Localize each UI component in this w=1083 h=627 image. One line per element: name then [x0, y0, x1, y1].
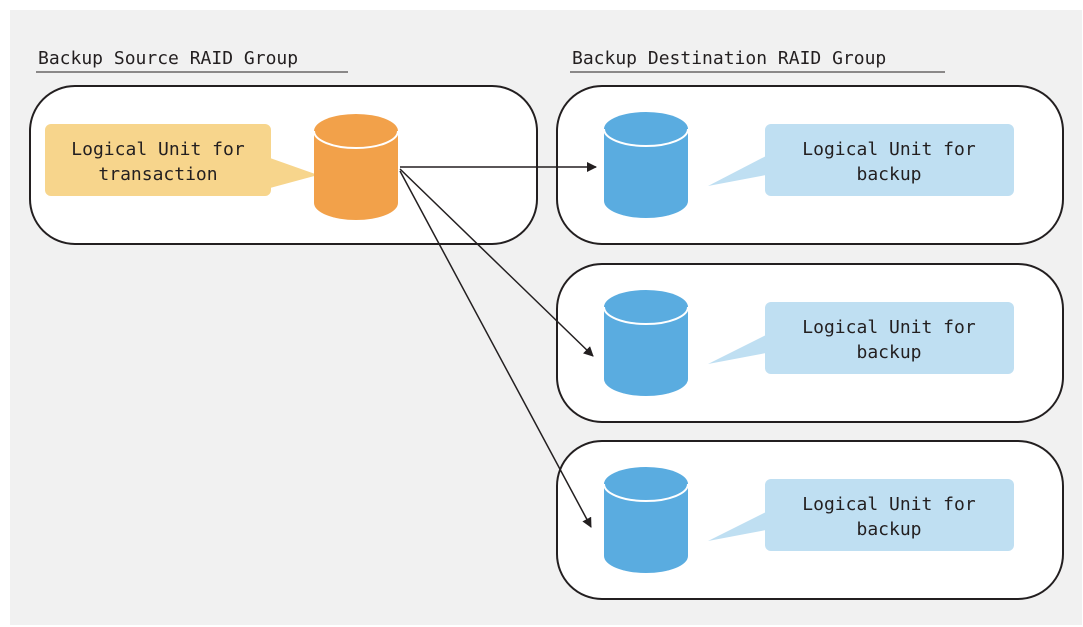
source-unit-label-line2: transaction	[98, 164, 217, 185]
copy-arrow-3	[399, 170, 592, 528]
destination-unit-1-label-line2: backup	[856, 164, 921, 185]
destination-unit-3-label-line1: Logical Unit for	[802, 494, 976, 515]
copy-arrow-2	[399, 168, 594, 357]
destination-unit-callout-1: Logical Unit for backup	[708, 124, 1014, 196]
destination-disk-icon-1	[603, 112, 689, 218]
destination-disk-icon-2	[603, 290, 689, 396]
destination-unit-callout-3: Logical Unit for backup	[708, 479, 1014, 551]
destination-unit-3-label-line2: backup	[856, 519, 921, 540]
destination-group-title: Backup Destination RAID Group	[572, 48, 886, 69]
destination-unit-1-label-line1: Logical Unit for	[802, 139, 976, 160]
destination-unit-2-label-line2: backup	[856, 342, 921, 363]
destination-disk-icon-3	[603, 467, 689, 573]
source-group-title: Backup Source RAID Group	[38, 48, 298, 69]
source-disk-icon	[313, 114, 399, 220]
source-unit-callout: Logical Unit for transaction	[45, 124, 318, 196]
destination-unit-callout-2: Logical Unit for backup	[708, 302, 1014, 374]
destination-unit-2-label-line1: Logical Unit for	[802, 317, 976, 338]
source-unit-label-line1: Logical Unit for	[71, 139, 245, 160]
